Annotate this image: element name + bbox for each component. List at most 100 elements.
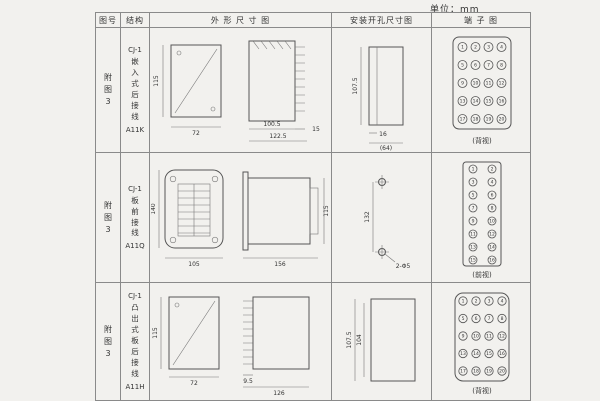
svg-text:18: 18 xyxy=(473,368,479,374)
svg-text:13: 13 xyxy=(460,351,466,357)
figure-label: 附图3 xyxy=(104,324,112,358)
dim-front-width: 72 xyxy=(192,130,200,137)
svg-text:14: 14 xyxy=(473,99,479,105)
svg-text:11: 11 xyxy=(486,333,492,339)
header-figure: 图号 xyxy=(96,13,121,28)
svg-text:4: 4 xyxy=(491,180,494,186)
dim-front-width: 72 xyxy=(190,380,198,387)
structure-code: A11K xyxy=(125,125,145,134)
row3-install-cell: 107.5 104 xyxy=(332,283,432,400)
svg-text:17: 17 xyxy=(460,117,466,123)
terminal-body xyxy=(452,36,512,130)
svg-text:15: 15 xyxy=(486,99,492,105)
row3-structure-cell: CJ-1 凸出式板后接线 A11H xyxy=(121,283,150,400)
svg-text:2: 2 xyxy=(491,167,494,173)
dim-install-height: 107.5 xyxy=(352,77,359,94)
dim-side-height: 115 xyxy=(323,205,330,217)
install-drawing-a11h: 107.5 104 xyxy=(346,298,415,381)
row3-outline-cell: 115 72 9.5 126 xyxy=(150,283,332,400)
svg-text:9: 9 xyxy=(462,333,465,339)
terminal-caption: (背视) xyxy=(472,136,492,145)
svg-text:14: 14 xyxy=(473,351,479,357)
figure-label: 附图3 xyxy=(104,200,112,234)
dim-hole-spec: 2-Φ5 xyxy=(395,263,410,270)
terminal-caption: (前视) xyxy=(472,270,492,279)
svg-text:19: 19 xyxy=(486,117,492,123)
header-structure: 结构 xyxy=(121,13,150,28)
svg-text:5: 5 xyxy=(462,316,465,322)
svg-text:8: 8 xyxy=(491,206,494,212)
row3-figure-cell: 附图3 xyxy=(96,283,121,400)
svg-text:3: 3 xyxy=(472,180,475,186)
structure-model: CJ-1 xyxy=(128,292,142,301)
svg-text:2: 2 xyxy=(475,298,478,304)
dim-install-height: 107.5 xyxy=(346,331,353,348)
row2-install-cell: 132 2-Φ5 xyxy=(332,153,432,283)
svg-text:18: 18 xyxy=(473,117,479,123)
dim-side-pin: 15 xyxy=(312,126,320,133)
dim-install-width: 104 xyxy=(356,334,363,346)
svg-text:6: 6 xyxy=(475,316,478,322)
row1-figure-cell: 附图3 xyxy=(96,28,121,153)
svg-text:7: 7 xyxy=(472,206,475,212)
row2-structure-cell: CJ-1 板前接线 A11Q xyxy=(121,153,150,283)
svg-text:17: 17 xyxy=(460,368,466,374)
structure-model: CJ-1 xyxy=(128,46,142,55)
outline-drawing-a11q: 140 105 156 115 xyxy=(151,169,330,268)
header-outline: 外 形 尺 寸 图 xyxy=(150,13,332,28)
svg-text:12: 12 xyxy=(499,333,505,339)
structure-mount: 嵌入式后接线 xyxy=(131,57,139,121)
svg-text:3: 3 xyxy=(488,298,491,304)
side-view xyxy=(242,296,309,387)
dim-side-length: 156 xyxy=(274,261,286,268)
dim-hole-spacing: 132 xyxy=(364,211,371,223)
svg-text:13: 13 xyxy=(460,99,466,105)
svg-text:10: 10 xyxy=(473,333,479,339)
row2-figure-cell: 附图3 xyxy=(96,153,121,283)
header-install: 安装开孔尺寸图 xyxy=(332,13,432,28)
svg-text:15: 15 xyxy=(486,351,492,357)
dim-install-offset: 16 xyxy=(379,131,387,138)
cutout-view xyxy=(354,298,415,381)
svg-text:16: 16 xyxy=(499,351,505,357)
svg-text:20: 20 xyxy=(499,117,505,123)
dim-front-height: 115 xyxy=(152,327,159,339)
svg-text:15: 15 xyxy=(470,258,476,264)
svg-text:12: 12 xyxy=(489,232,495,238)
svg-text:9: 9 xyxy=(472,219,475,225)
structure-model: CJ-1 xyxy=(128,184,142,193)
dim-front-height: 115 xyxy=(153,75,160,87)
terminal-body xyxy=(462,161,502,267)
svg-text:1: 1 xyxy=(472,167,475,173)
svg-text:12: 12 xyxy=(499,81,505,87)
unit-label: 单位：mm xyxy=(430,5,480,15)
svg-text:11: 11 xyxy=(486,81,492,87)
svg-text:8: 8 xyxy=(500,63,503,69)
svg-text:4: 4 xyxy=(501,298,504,304)
row1-install-cell: 107.5 16 (64) xyxy=(332,28,432,153)
front-view xyxy=(160,296,219,377)
svg-text:5: 5 xyxy=(461,63,464,69)
svg-text:7: 7 xyxy=(487,63,490,69)
structure-code: A11H xyxy=(125,382,145,391)
row1-structure-cell: CJ-1 嵌入式后接线 A11K xyxy=(121,28,150,153)
front-view xyxy=(162,44,221,128)
svg-text:3: 3 xyxy=(487,45,490,51)
svg-text:9: 9 xyxy=(461,81,464,87)
svg-text:10: 10 xyxy=(473,81,479,87)
row1-outline-cell: 115 72 100.5 122.5 15 xyxy=(150,28,332,153)
dim-side-body: 100.5 xyxy=(263,121,280,128)
row2-outline-cell: 140 105 156 115 xyxy=(150,153,332,283)
dim-side-total: 122.5 xyxy=(269,133,286,140)
structure-mount: 板前接线 xyxy=(131,195,139,238)
svg-text:20: 20 xyxy=(499,368,505,374)
